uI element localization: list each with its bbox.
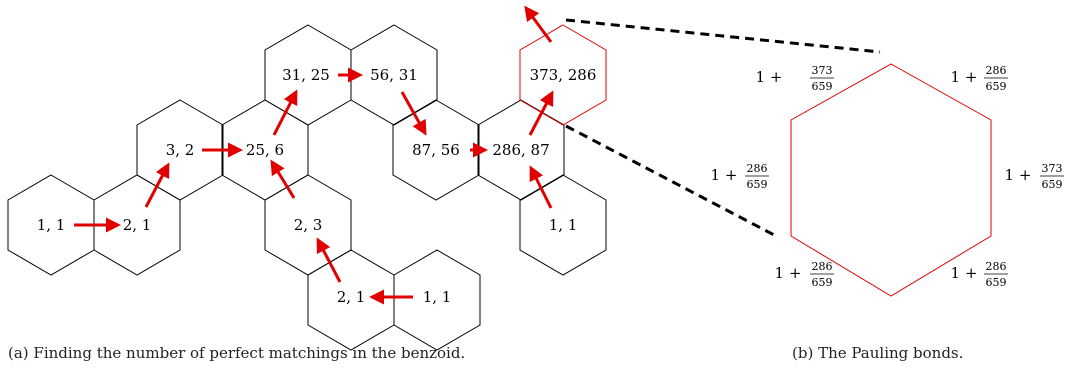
arrow-7-to-4: [270, 159, 296, 199]
svg-text:373: 373: [812, 64, 833, 77]
caption-b: (b) The Pauling bonds.: [792, 344, 964, 362]
pauling-bond-labels: 1 + 373 659 1 + 286 659 1 + 286 659 1 + …: [711, 64, 1064, 289]
svg-text:1 +: 1 +: [775, 264, 802, 282]
bond-left: 1 + 286 659: [711, 162, 769, 191]
arrow-13-to-11: [529, 165, 553, 209]
arrow-8-to-7: [316, 237, 342, 283]
hex-label-12: 373, 286: [530, 66, 597, 84]
svg-text:286: 286: [747, 162, 768, 175]
hex-9: [393, 249, 481, 351]
pauling-hexagon: [790, 63, 992, 297]
svg-text:659: 659: [812, 80, 833, 93]
hex-label-7: 2, 3: [294, 216, 323, 234]
hex-label-6: 56, 31: [370, 66, 418, 84]
hex-label-2: 2, 1: [123, 216, 152, 234]
svg-text:659: 659: [1042, 178, 1063, 191]
hex-label-10: 87, 56: [412, 141, 460, 159]
bond-right: 1 + 373 659: [1005, 162, 1064, 191]
hex-label-5: 31, 25: [282, 66, 330, 84]
svg-text:286: 286: [812, 260, 833, 273]
svg-text:659: 659: [986, 80, 1007, 93]
hex-label-1: 1, 1: [37, 216, 66, 234]
svg-text:1 +: 1 +: [1005, 166, 1032, 184]
hex-11: [477, 99, 565, 201]
hex-labels: 1, 1 2, 1 3, 2 25, 6 31, 25 56, 31 2, 3 …: [37, 66, 597, 306]
hex-12-highlighted: [519, 24, 607, 126]
hex-label-11: 286, 87: [492, 141, 549, 159]
svg-text:1 +: 1 +: [756, 68, 783, 86]
svg-text:286: 286: [986, 260, 1007, 273]
svg-text:286: 286: [986, 64, 1007, 77]
hex-3: [136, 99, 224, 201]
bond-bottom-left: 1 + 286 659: [775, 260, 834, 289]
arrow-4-to-5: [272, 89, 298, 136]
svg-text:659: 659: [812, 276, 833, 289]
arrows: [74, 5, 554, 305]
hex-6: [350, 24, 438, 126]
caption-a: (a) Finding the number of perfect matchi…: [8, 344, 466, 362]
arrow-11-to-12: [528, 90, 554, 136]
hex-10: [392, 99, 480, 201]
arrow-2-to-3: [144, 162, 170, 208]
hex-label-4: 25, 6: [246, 141, 284, 159]
bond-top-left: 1 + 373 659: [756, 64, 834, 93]
hex-label-13: 1, 1: [549, 216, 578, 234]
zoom-line-bottom: [565, 124, 779, 239]
svg-text:373: 373: [1042, 162, 1063, 175]
svg-text:659: 659: [747, 178, 768, 191]
arrow-6-to-10: [400, 91, 427, 136]
svg-text:1 +: 1 +: [711, 166, 738, 184]
bond-top-right: 1 + 286 659: [951, 64, 1008, 93]
svg-text:659: 659: [986, 276, 1007, 289]
arrow-12-out: [524, 5, 553, 43]
benzoid-hexagons: [7, 24, 607, 351]
zoom-line-top: [565, 18, 881, 54]
hex-13: [519, 174, 607, 276]
hex-label-8: 2, 1: [337, 288, 366, 306]
hex-label-3: 3, 2: [166, 141, 195, 159]
zoom-connectors: [565, 18, 881, 239]
hex-label-9: 1, 1: [423, 288, 452, 306]
bond-bottom-right: 1 + 286 659: [951, 260, 1008, 289]
svg-text:1 +: 1 +: [951, 264, 978, 282]
svg-text:1 +: 1 +: [951, 68, 978, 86]
